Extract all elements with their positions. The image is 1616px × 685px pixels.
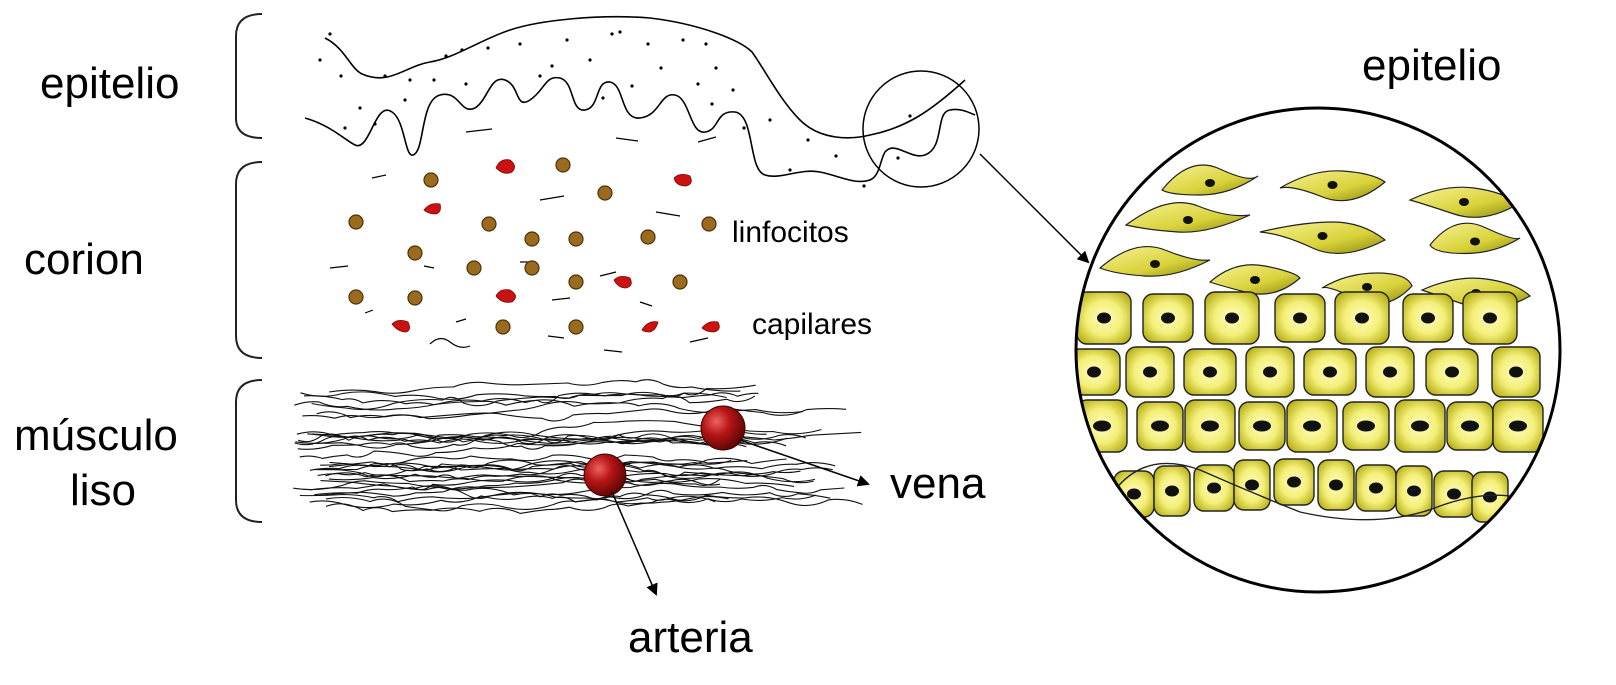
cell-nucleus	[1459, 198, 1469, 206]
label-linfocitos: linfocitos	[732, 216, 849, 249]
cell-nucleus	[1161, 313, 1175, 324]
cell-nucleus	[1483, 492, 1497, 503]
magnified-epithelium	[1068, 108, 1560, 592]
cell-nucleus	[1357, 421, 1375, 432]
cell-nucleus	[1509, 421, 1527, 432]
cell-nucleus	[1483, 313, 1497, 324]
label-epitelio-left: epitelio	[40, 59, 179, 108]
musculo-bracket	[236, 380, 262, 522]
label-liso: liso	[70, 466, 136, 515]
cell-nucleus	[1461, 421, 1479, 432]
cell-nucleus	[1407, 486, 1421, 497]
label-vena: vena	[890, 459, 986, 508]
cell-nucleus	[1250, 276, 1260, 284]
cell-nucleus	[1470, 238, 1480, 246]
cell-nucleus	[1411, 421, 1429, 432]
label-epitelio-right: epitelio	[1362, 41, 1501, 90]
cell-nucleus	[1355, 313, 1369, 324]
epithelium-layer	[305, 17, 975, 188]
cell-nucleus	[1097, 313, 1111, 324]
cell-nucleus	[1225, 313, 1239, 324]
cell-nucleus	[1303, 421, 1321, 432]
cell-nucleus	[1447, 489, 1461, 500]
zoom-circle-icon	[863, 71, 979, 187]
corion-fibers	[330, 129, 716, 352]
corion-bracket	[236, 162, 262, 358]
cell-nucleus	[1362, 283, 1372, 291]
arteria-vessel	[584, 454, 626, 496]
cell-nucleus	[1253, 421, 1271, 432]
capillaries	[392, 160, 719, 332]
cell-nucleus	[1318, 232, 1328, 240]
smooth-muscle-fibers	[293, 380, 862, 514]
cell-nucleus	[1245, 480, 1259, 491]
cell-nucleus	[1207, 483, 1221, 494]
cell-nucleus	[1151, 421, 1169, 432]
vena-vessel	[701, 406, 745, 450]
zoom-arrow	[980, 154, 1088, 262]
cell-nucleus	[1205, 179, 1215, 187]
label-corion: corion	[24, 235, 144, 284]
cell-nucleus	[1287, 477, 1301, 488]
arteria-arrow	[612, 492, 656, 594]
cell-nucleus	[1293, 313, 1307, 324]
cell-nucleus	[1165, 486, 1179, 497]
cell-nucleus	[1127, 489, 1141, 500]
cell-nucleus	[1369, 483, 1383, 494]
cell-nucleus	[1093, 421, 1111, 432]
cell-nucleus	[1329, 480, 1343, 491]
label-musculo: músculo	[14, 411, 178, 460]
cell-nucleus	[1263, 367, 1277, 378]
cell-nucleus	[1509, 367, 1523, 378]
muscle-fiber	[314, 473, 815, 495]
cell-nucleus	[1150, 260, 1160, 268]
label-arteria: arteria	[628, 613, 753, 662]
cell-nucleus	[1143, 367, 1157, 378]
cell-nucleus	[1203, 367, 1217, 378]
cell-nucleus	[1201, 421, 1219, 432]
epithelium-dots	[318, 30, 911, 187]
epitelio-bracket	[236, 14, 262, 138]
cell-nucleus	[1323, 367, 1337, 378]
cell-nucleus	[1183, 216, 1193, 224]
cell-nucleus	[1445, 367, 1459, 378]
muscle-fiber	[329, 380, 740, 394]
cell-nucleus	[1383, 367, 1397, 378]
cell-nucleus	[1421, 313, 1435, 324]
cell-nucleus	[1087, 367, 1101, 378]
label-capilares: capilares	[752, 308, 872, 341]
cell-nucleus	[1328, 181, 1338, 189]
lymphocytes	[349, 158, 716, 334]
